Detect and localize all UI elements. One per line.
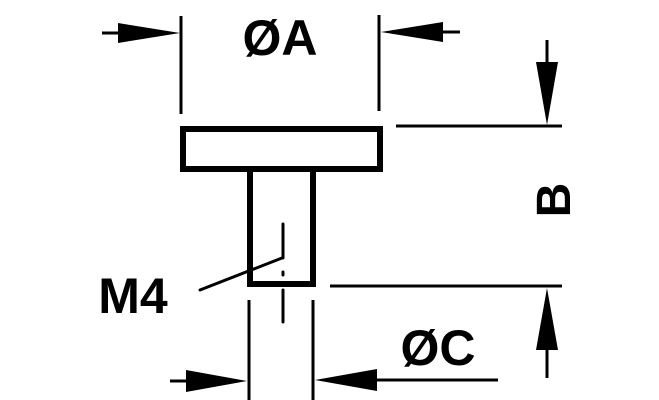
arrow-left-icon bbox=[381, 22, 443, 42]
arrow-left-icon bbox=[315, 369, 377, 391]
arrow-down-icon bbox=[536, 62, 558, 125]
arrow-up-icon bbox=[536, 288, 558, 350]
part-outline bbox=[180, 126, 383, 287]
dimension-a bbox=[102, 15, 460, 114]
dimension-c-label: ØC bbox=[401, 320, 476, 376]
dimension-a-label: ØA bbox=[243, 10, 318, 66]
thread-callout-label: M4 bbox=[98, 268, 168, 324]
arrow-right-icon bbox=[118, 23, 180, 43]
arrow-right-icon bbox=[186, 370, 247, 392]
knob-shank bbox=[247, 169, 316, 287]
leader-line bbox=[198, 256, 284, 292]
knob-head bbox=[180, 126, 383, 172]
dimension-b-label: B bbox=[528, 183, 581, 218]
dimension-b bbox=[330, 40, 562, 378]
